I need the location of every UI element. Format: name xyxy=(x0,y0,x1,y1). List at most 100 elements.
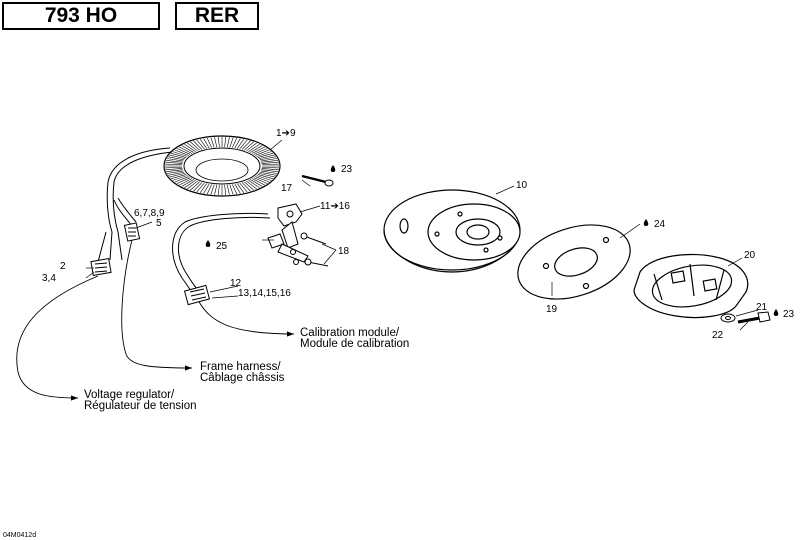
stator-tooth xyxy=(241,140,251,150)
stator-tooth xyxy=(234,138,241,149)
trigger-connector-12 xyxy=(183,284,211,306)
callout-3-4: 3,4 xyxy=(42,273,56,284)
washer-21 xyxy=(720,313,736,323)
stator-tooth xyxy=(261,166,279,169)
stator-tooth xyxy=(232,184,238,195)
drawing-code: 04M0412d xyxy=(3,532,36,539)
droplet-icon-23b xyxy=(773,309,779,316)
stator-tooth xyxy=(256,151,272,157)
stator-tooth xyxy=(261,161,279,164)
stator-tooth xyxy=(190,141,200,151)
callout-2: 2 xyxy=(60,261,66,272)
stator-harness xyxy=(97,147,173,263)
callout-22: 22 xyxy=(712,330,724,341)
stator-tooth xyxy=(199,183,207,193)
calibration-caption-en: Calibration module/ xyxy=(300,327,400,339)
stator-tooth xyxy=(170,152,187,158)
stator-tooth xyxy=(226,184,230,195)
callout-leaders xyxy=(85,139,759,331)
stator-tooth xyxy=(196,139,205,150)
stator-tooth xyxy=(179,178,193,186)
stator-tooth xyxy=(253,148,268,155)
stator-tooth xyxy=(257,152,274,158)
stator-tooth xyxy=(169,172,186,178)
stator-tooth xyxy=(176,148,191,155)
stator-tooth xyxy=(260,158,278,162)
flywheel xyxy=(383,189,521,273)
stator-tooth xyxy=(239,139,248,150)
stator-tooth xyxy=(172,151,188,157)
bolt-17 xyxy=(301,174,334,187)
callout-19: 19 xyxy=(546,304,558,315)
callout-24: 24 xyxy=(654,219,666,230)
stator-tooth xyxy=(229,184,234,195)
stator-tooth xyxy=(251,178,265,186)
stator xyxy=(163,135,281,197)
stator-tooth xyxy=(259,156,277,161)
stator-tooth xyxy=(193,182,203,192)
callout-5: 5 xyxy=(156,218,162,229)
callout-18: 18 xyxy=(338,246,350,257)
stator-tooth xyxy=(229,137,234,148)
stator-tooth xyxy=(259,171,277,176)
stator-tooth xyxy=(203,183,210,194)
stator-tooth xyxy=(251,146,265,154)
stator-tooth xyxy=(224,184,227,195)
stator-tooth xyxy=(232,137,238,148)
stator-tooth xyxy=(250,145,263,153)
stator-tooth xyxy=(165,163,183,166)
stator-tooth xyxy=(224,137,227,148)
stator-tooth xyxy=(166,170,184,174)
stator-tooth xyxy=(239,182,248,193)
stator-tooth xyxy=(176,177,191,184)
callout-6-9: 6,7,8,9 xyxy=(134,208,165,219)
stator-tooth xyxy=(241,182,251,192)
stator-tooth xyxy=(172,175,188,181)
voltage-regulator-caption-en: Voltage regulator/ xyxy=(84,389,175,401)
voltage-regulator-caption-fr: Régulateur de tension xyxy=(84,400,197,412)
stator-tooth xyxy=(255,149,270,156)
callout-13-16: 13,14,15,16 xyxy=(238,288,291,299)
stator-tooth xyxy=(257,174,274,180)
stator-tooth xyxy=(258,154,275,160)
stator-tooth xyxy=(206,137,212,148)
stator-tooth xyxy=(179,146,193,154)
harness-routes xyxy=(16,239,295,401)
callout-12: 12 xyxy=(230,278,242,289)
model-label: 793 HO xyxy=(2,2,160,30)
stator-tooth xyxy=(210,137,215,148)
stator-tooth xyxy=(166,158,184,162)
stator-tooth xyxy=(165,161,183,164)
stator-tooth xyxy=(261,169,278,172)
stator-tooth xyxy=(187,142,198,152)
droplet-icon-24 xyxy=(643,219,649,226)
stator-connector-2 xyxy=(90,257,112,277)
stator-tooth xyxy=(167,171,185,176)
callout-10: 10 xyxy=(516,180,528,191)
stator-tooth xyxy=(210,184,215,195)
stator-tooth xyxy=(170,174,187,180)
frame-harness-caption-fr: Câblage châssis xyxy=(200,372,285,384)
stator-tooth xyxy=(237,183,245,193)
callout-1-9: 1➔9 xyxy=(276,128,296,139)
callout-23-top: 23 xyxy=(341,164,353,175)
stator-tooth xyxy=(255,176,270,183)
bolt-22 xyxy=(737,311,771,324)
engine-code-label: RER xyxy=(175,2,259,30)
stator-tooth xyxy=(250,179,263,187)
screws-18 xyxy=(300,232,329,267)
stator-tooth xyxy=(199,139,207,149)
stator-tooth xyxy=(253,177,268,184)
stator-tooth xyxy=(214,184,218,195)
stator-tooth xyxy=(203,138,210,149)
stator-tooth xyxy=(166,169,183,172)
callout-17: 17 xyxy=(281,183,293,194)
stator-tooth xyxy=(184,143,196,152)
stator-tooth xyxy=(217,137,220,148)
callout-23-right: 23 xyxy=(783,309,795,320)
stator-tooth xyxy=(169,154,186,160)
trigger-harness xyxy=(172,212,271,293)
stator-tooth xyxy=(237,139,245,149)
stator-tooth xyxy=(166,160,183,163)
